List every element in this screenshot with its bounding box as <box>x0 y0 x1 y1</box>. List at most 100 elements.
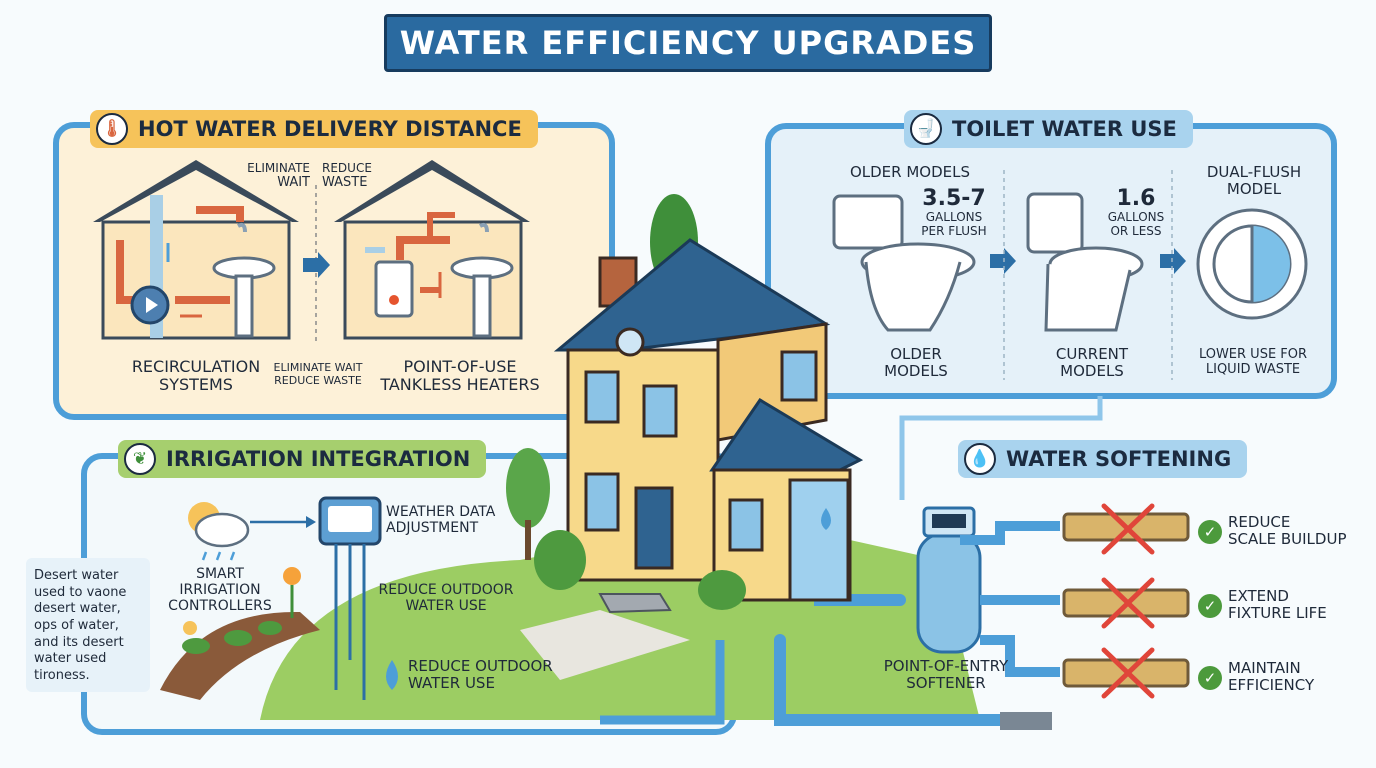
older-gallons-per: PER FLUSH <box>921 224 987 239</box>
dual-line-1: DUAL-FLUSH <box>1206 163 1302 181</box>
hot-arrow-right <box>303 252 330 278</box>
tag-right-line-1: REDUCE <box>322 161 372 175</box>
weather-line-2: ADJUSTMENT <box>386 520 479 537</box>
benefit-2-line-2: EFFICIENCY <box>1228 676 1315 695</box>
toilet-to-softener-pipe <box>899 396 1103 500</box>
plant-icon: ❦ <box>124 443 156 475</box>
older-bottom-line-1: OLDER <box>890 345 942 363</box>
reduce-waste-tag: REDUCE WASTE <box>322 161 392 191</box>
older-toilet-illustration <box>832 194 976 332</box>
older-gallons-label: 3.5-7 GALLONS PER FLUSH <box>912 186 996 239</box>
tag-left-line-2: WAIT <box>277 174 310 190</box>
toilet-arrow-2 <box>1160 248 1186 274</box>
smart-line-2: IRRIGATION <box>179 582 261 599</box>
check-icon: ✓ <box>1198 594 1222 618</box>
red-x-marks <box>1101 503 1155 699</box>
current-gallons-label: 1.6 GALLONS OR LESS <box>1098 186 1174 239</box>
current-bottom-line-1: CURRENT <box>1055 345 1129 363</box>
hot-water-heading: 🌡 HOT WATER DELIVERY DISTANCE <box>90 110 538 148</box>
toilet-arrow-1 <box>990 248 1016 274</box>
pou-line-2: TANKLESS HEATERS <box>380 375 540 395</box>
toilet-heading-text: TOILET WATER USE <box>952 117 1177 141</box>
toilet-heading: 🚽 TOILET WATER USE <box>904 110 1193 148</box>
softener-feed-pipes <box>960 521 1060 677</box>
older-models-top-label: OLDER MODELS <box>849 163 971 181</box>
older-models-bottom-label: OLDER MODELS <box>856 345 976 381</box>
page-title: WATER EFFICIENCY UPGRADES <box>384 14 992 72</box>
current-gallons-number: 1.6 <box>1116 186 1156 211</box>
drain-pipe <box>600 640 725 725</box>
dual-flush-button-illustration <box>1196 208 1308 320</box>
reduce-outdoor-label-a: REDUCE OUTDOOR WATER USE <box>368 582 524 614</box>
dual-line-2: MODEL <box>1226 180 1282 199</box>
desert-water-note: Desert water used to vaone desert water,… <box>26 558 150 692</box>
reduce-b-line-1: REDUCE OUTDOOR <box>408 657 553 675</box>
lower-line-2: LIQUID WASTE <box>1205 361 1301 377</box>
house-illustration <box>506 194 864 614</box>
mid-line-2: REDUCE WASTE <box>274 373 362 387</box>
lower-use-label: LOWER USE FOR LIQUID WASTE <box>1180 347 1326 378</box>
softener-line-2: SOFTENER <box>906 674 986 693</box>
softener-line-1: POINT-OF-ENTRY <box>883 657 1009 675</box>
reduce-a-line-2: WATER USE <box>405 598 487 615</box>
water-drop-icon: 💧 <box>964 443 996 475</box>
benefit-maintain-efficiency: MAINTAIN EFFICIENCY <box>1228 659 1368 695</box>
pou-line-1: POINT-OF-USE <box>403 357 517 376</box>
recirculation-label: RECIRCULATION SYSTEMS <box>106 357 286 395</box>
eliminate-wait-tag: ELIMINATE WAIT <box>228 161 310 191</box>
lower-line-1: LOWER USE FOR <box>1198 347 1308 362</box>
smart-line-1: SMART <box>196 566 244 582</box>
mid-line-1: ELIMINATE WAIT <box>273 361 363 374</box>
benefit-0-line-1: REDUCE <box>1228 513 1291 531</box>
dual-flush-label: DUAL-FLUSH MODEL <box>1184 163 1324 199</box>
water-softening-heading: 💧 WATER SOFTENING <box>958 440 1248 478</box>
point-of-use-label: POINT-OF-USE TANKLESS HEATERS <box>376 357 544 395</box>
reduce-a-line-1: REDUCE OUTDOOR <box>378 582 514 598</box>
benefit-0-line-2: SCALE BUILDUP <box>1228 530 1347 549</box>
recirculation-house-illustration <box>93 160 299 340</box>
current-models-label: CURRENT MODELS <box>1032 345 1152 381</box>
irrigation-drop-icon <box>386 660 398 690</box>
current-gallons-unit: GALLONS <box>1107 210 1165 225</box>
softener-label: POINT-OF-ENTRY SOFTENER <box>868 657 1024 693</box>
weather-arrow-head <box>306 516 316 528</box>
irrigation-heading-text: IRRIGATION INTEGRATION <box>166 447 471 471</box>
weather-data-label: WEATHER DATA ADJUSTMENT <box>386 504 506 536</box>
recirc-line-2: SYSTEMS <box>159 375 233 395</box>
toilet-icon: 🚽 <box>910 113 942 145</box>
walkway <box>520 610 690 680</box>
current-toilet-illustration <box>1026 192 1144 332</box>
softener-illustration <box>916 506 982 654</box>
benefit-extend-life: EXTEND FIXTURE LIFE <box>1228 587 1368 623</box>
soil-bed <box>160 611 320 700</box>
tag-right-line-2: WASTE <box>322 174 368 190</box>
benefit-1-line-1: EXTEND <box>1228 587 1289 605</box>
garden-plants <box>182 567 301 654</box>
thermometer-icon: 🌡 <box>96 113 128 145</box>
hot-water-heading-text: HOT WATER DELIVERY DISTANCE <box>138 117 522 141</box>
recirc-line-1: RECIRCULATION <box>131 357 261 376</box>
smart-controllers-label: SMART IRRIGATION CONTROLLERS <box>156 566 284 614</box>
reduce-outdoor-label-b: REDUCE OUTDOOR WATER USE <box>408 657 572 693</box>
current-bottom-line-2: MODELS <box>1060 362 1124 381</box>
check-icon: ✓ <box>1198 666 1222 690</box>
benefit-1-line-2: FIXTURE LIFE <box>1228 604 1327 623</box>
current-gallons-or-less: OR LESS <box>1110 224 1162 239</box>
water-softening-heading-text: WATER SOFTENING <box>1006 447 1232 471</box>
eliminate-reduce-label: ELIMINATE WAIT REDUCE WASTE <box>262 361 374 387</box>
tankless-house-illustration <box>334 160 530 340</box>
older-bottom-line-2: MODELS <box>884 362 948 381</box>
reduce-b-line-2: WATER USE <box>408 674 495 693</box>
weather-cloud-illustration <box>188 502 250 561</box>
benefit-reduce-scale: REDUCE SCALE BUILDUP <box>1228 513 1368 549</box>
tag-left-line-1: ELIMINATE <box>247 161 310 175</box>
smart-line-3: CONTROLLERS <box>168 598 272 615</box>
outlet-pipe <box>1000 712 1052 730</box>
irrigation-heading: ❦ IRRIGATION INTEGRATION <box>118 440 487 478</box>
older-gallons-unit: GALLONS <box>925 210 983 225</box>
irrigation-controller-illustration <box>318 496 382 700</box>
check-icon: ✓ <box>1198 520 1222 544</box>
benefit-2-line-1: MAINTAIN <box>1228 659 1301 677</box>
older-gallons-number: 3.5-7 <box>922 186 986 211</box>
weather-line-1: WEATHER DATA <box>386 504 496 520</box>
